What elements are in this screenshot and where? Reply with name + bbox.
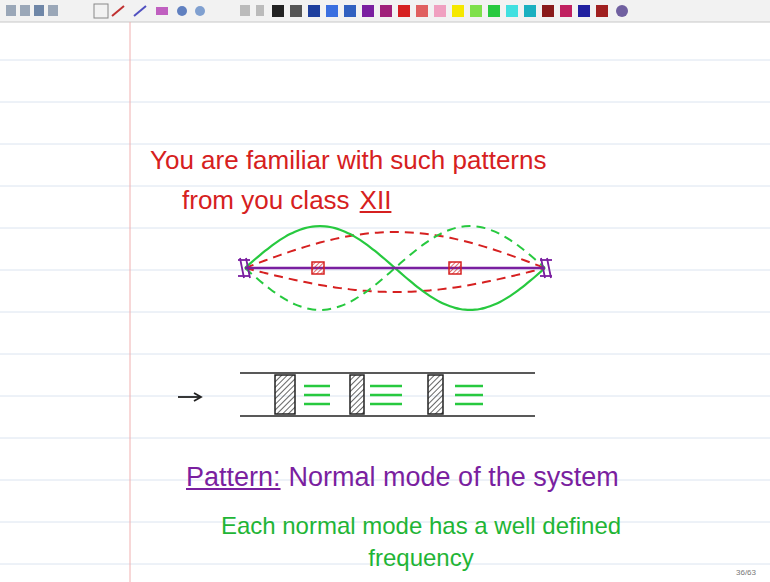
margin-line (130, 22, 131, 582)
ruled-lines (0, 60, 770, 564)
note-text: from you class (182, 186, 350, 216)
note-text: Each normal mode has a well defined freq… (176, 510, 666, 575)
note-text: You are familiar with such patterns (150, 146, 546, 176)
heading-word: Pattern: (186, 462, 281, 493)
toolbar (0, 0, 770, 22)
string-modes (238, 226, 552, 310)
tube-with-pistons (178, 373, 535, 416)
definition-text: Normal mode of the system (289, 462, 619, 493)
page-number: 36/63 (736, 568, 756, 577)
note-emphasis: XII (360, 186, 392, 216)
